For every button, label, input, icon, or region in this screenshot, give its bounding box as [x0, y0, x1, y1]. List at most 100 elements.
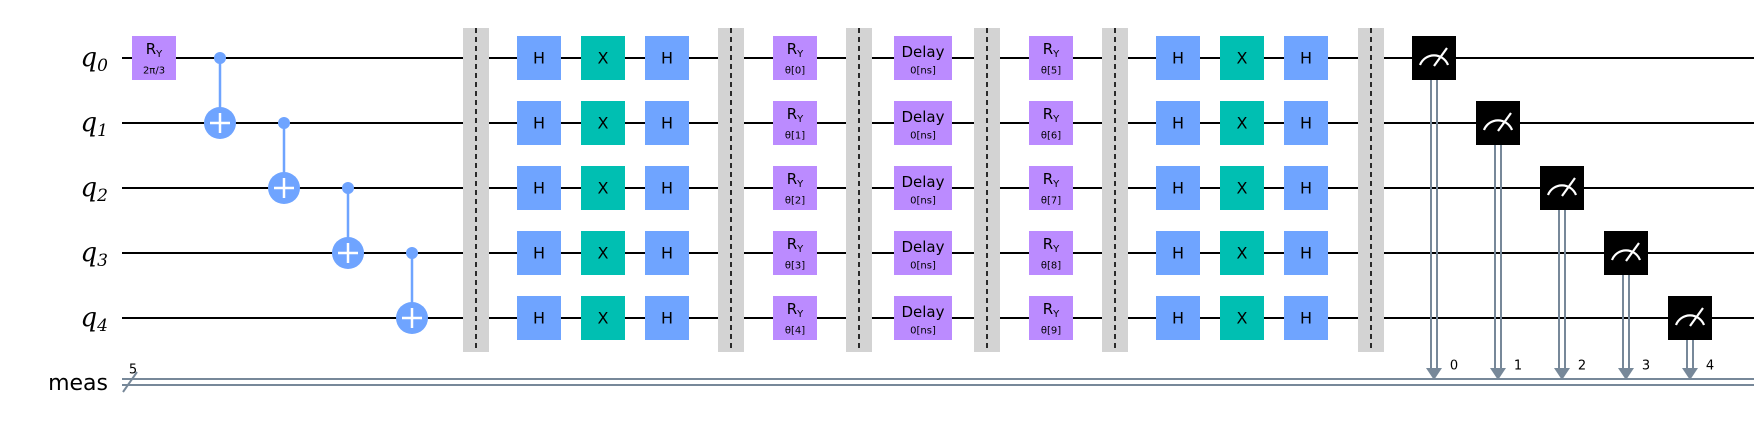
qubit-label-1: q1	[81, 108, 108, 141]
delay-gate-q3-param: 0[ns]	[910, 261, 936, 272]
h-gate-b-q4-label: H	[661, 309, 673, 328]
ry-layer2-gate-q3-param: θ[8]	[1041, 261, 1061, 272]
x-gate-b-q3	[1220, 231, 1264, 275]
x-gate-b-q2	[1220, 166, 1264, 210]
h-gate-a-q0	[517, 36, 561, 80]
cnot-control-dot-2	[342, 182, 354, 194]
h-gate-c-q4	[1156, 296, 1200, 340]
x-gate-b-q4	[1220, 296, 1264, 340]
h-gate-b-q3	[645, 231, 689, 275]
meter-needle-icon-1	[1497, 112, 1512, 132]
x-gate-b-q1	[1220, 101, 1264, 145]
h-gate-a-q3	[517, 231, 561, 275]
x-gate-a-q4-label: X	[598, 309, 609, 328]
h-gate-b-q2	[645, 166, 689, 210]
h-gate-a-q1	[517, 101, 561, 145]
delay-gate-q4	[894, 296, 952, 340]
delay-gate-q1-label: Delay	[901, 108, 944, 126]
measure-gate-q4	[1668, 296, 1712, 340]
cnot-control-dot-3	[406, 247, 418, 259]
x-gate-a-q3	[581, 231, 625, 275]
measure-bit-index-1: 1	[1514, 359, 1522, 374]
ry-layer2-gate-q4-param: θ[9]	[1041, 326, 1061, 337]
x-gate-a-q1-label: X	[598, 114, 609, 133]
cnot-control-dot-1	[278, 117, 290, 129]
h-gate-a-q2	[517, 166, 561, 210]
cnot-control-dot-0	[214, 52, 226, 64]
h-gate-b-q2-label: H	[661, 179, 673, 198]
ry-layer1-gate-q2	[773, 166, 817, 210]
classical-label: meas	[48, 371, 108, 396]
h-gate-c-q2	[1156, 166, 1200, 210]
ry-layer1-gate-q2-param: θ[2]	[785, 196, 805, 207]
h-gate-a-q0-label: H	[533, 49, 545, 68]
ry-layer1-gate-q1	[773, 101, 817, 145]
ry-layer2-gate-q3	[1029, 231, 1073, 275]
qubit-label-0: q0	[81, 43, 109, 76]
h-gate-a-q4	[517, 296, 561, 340]
h-gate-a-q3-label: H	[533, 244, 545, 263]
ry-prep-gate-param: 2π/3	[143, 66, 165, 77]
x-gate-b-q1-label: X	[1237, 114, 1248, 133]
classical-width-label: 5	[129, 363, 137, 378]
meter-needle-icon-0	[1433, 47, 1448, 67]
h-gate-b-q0-label: H	[661, 49, 673, 68]
x-gate-a-q4	[581, 296, 625, 340]
ry-layer1-gate-q3-param: θ[3]	[785, 261, 805, 272]
classical-slash	[122, 371, 138, 393]
meter-arc-icon-3	[1610, 249, 1642, 261]
ry-prep-gate	[132, 36, 176, 80]
x-gate-b-q4-label: X	[1237, 309, 1248, 328]
delay-gate-q1-param: 0[ns]	[910, 131, 936, 142]
x-gate-b-q0-label: X	[1237, 49, 1248, 68]
qubit-label-4: q4	[81, 303, 108, 336]
meter-arc-icon-0	[1418, 54, 1450, 66]
meter-arc-icon-2	[1546, 184, 1578, 196]
ry-layer1-gate-q3	[773, 231, 817, 275]
meter-arc-icon-1	[1482, 119, 1514, 131]
h-gate-d-q4-label: H	[1300, 309, 1312, 328]
measure-gate-q2	[1540, 166, 1584, 210]
h-gate-c-q1-label: H	[1172, 114, 1184, 133]
x-gate-b-q0	[1220, 36, 1264, 80]
h-gate-c-q3	[1156, 231, 1200, 275]
h-gate-b-q1-label: H	[661, 114, 673, 133]
h-gate-a-q2-label: H	[533, 179, 545, 198]
x-gate-a-q1	[581, 101, 625, 145]
measure-bit-index-2: 2	[1578, 359, 1586, 374]
x-gate-b-q3-label: X	[1237, 244, 1248, 263]
ry-layer2-gate-q1-param: θ[6]	[1041, 131, 1061, 142]
measure-gate-q0	[1412, 36, 1456, 80]
h-gate-a-q1-label: H	[533, 114, 545, 133]
ry-layer2-gate-q0	[1029, 36, 1073, 80]
h-gate-b-q1	[645, 101, 689, 145]
ry-layer1-gate-q0-param: θ[0]	[785, 66, 805, 77]
qubit-label-3: q3	[81, 238, 108, 271]
h-gate-d-q0-label: H	[1300, 49, 1312, 68]
ry-layer1-gate-q4-param: θ[4]	[785, 326, 805, 337]
ry-layer2-gate-q4	[1029, 296, 1073, 340]
h-gate-d-q3	[1284, 231, 1328, 275]
delay-gate-q0	[894, 36, 952, 80]
h-gate-d-q2	[1284, 166, 1328, 210]
ry-layer2-gate-q2-param: θ[7]	[1041, 196, 1061, 207]
delay-gate-q2-param: 0[ns]	[910, 196, 936, 207]
h-gate-c-q1	[1156, 101, 1200, 145]
h-gate-d-q3-label: H	[1300, 244, 1312, 263]
h-gate-d-q1-label: H	[1300, 114, 1312, 133]
delay-gate-q2-label: Delay	[901, 173, 944, 191]
delay-gate-q4-param: 0[ns]	[910, 326, 936, 337]
ry-layer2-gate-q1	[1029, 101, 1073, 145]
x-gate-a-q2	[581, 166, 625, 210]
qubit-label-2: q2	[81, 173, 108, 206]
measure-arrow-1	[1490, 368, 1506, 380]
delay-gate-q0-param: 0[ns]	[910, 66, 936, 77]
ry-layer1-gate-q4	[773, 296, 817, 340]
delay-gate-q1	[894, 101, 952, 145]
measure-arrow-3	[1618, 368, 1634, 380]
measure-bit-index-3: 3	[1642, 359, 1650, 374]
h-gate-c-q4-label: H	[1172, 309, 1184, 328]
h-gate-d-q4	[1284, 296, 1328, 340]
x-gate-b-q2-label: X	[1237, 179, 1248, 198]
